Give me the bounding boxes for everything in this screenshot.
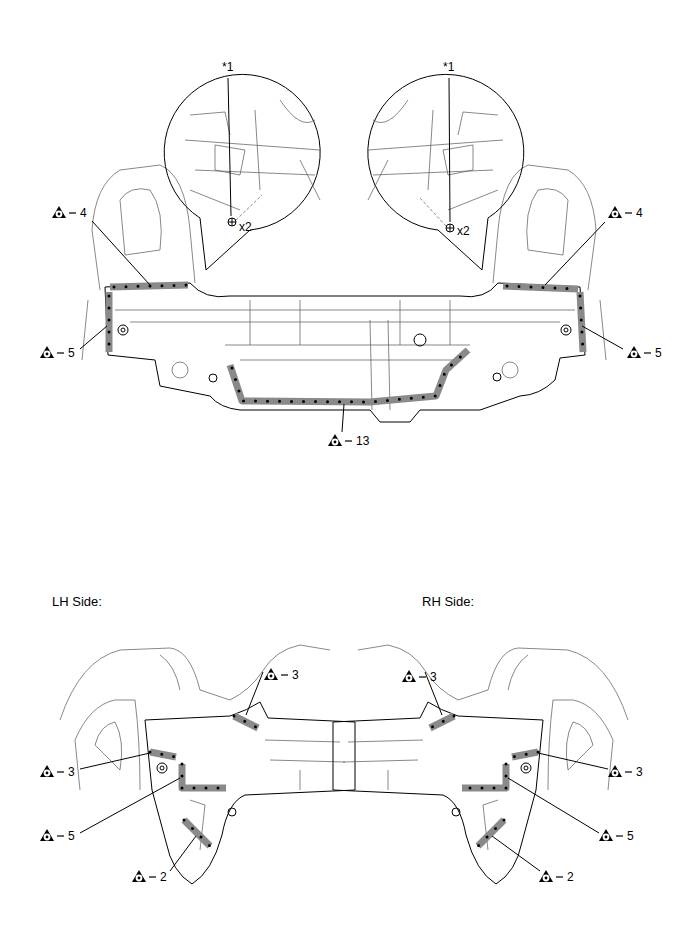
sealer-ring	[612, 770, 619, 777]
sealer-symbol	[627, 346, 651, 358]
sealer-symbol	[40, 346, 64, 358]
sealer-ring	[332, 439, 339, 446]
sealer-number: 3	[292, 668, 299, 682]
sealer-dash	[616, 835, 623, 836]
sealer-ring	[44, 351, 51, 358]
sealer-triangle	[264, 668, 278, 680]
sealer-symbol	[402, 670, 426, 682]
sealer-symbol	[40, 829, 64, 841]
sealer-triangle	[539, 870, 553, 882]
sealer-symbol	[328, 434, 352, 446]
sealer-triangle	[328, 434, 342, 446]
sealer-symbol	[264, 668, 288, 680]
sealer-triangle	[40, 346, 54, 358]
sealer-triangle	[402, 670, 416, 682]
sealer-number: 5	[68, 346, 75, 360]
sealer-number: 5	[68, 829, 75, 843]
sealer-number: 4	[636, 206, 643, 220]
sealer-dot	[633, 353, 636, 356]
sealer-dash	[57, 352, 64, 353]
sealer-dash	[419, 676, 426, 677]
sealer-dot	[614, 213, 617, 216]
sealer-symbol	[539, 870, 563, 882]
sealer-ring	[268, 673, 275, 680]
callout-mark: *1	[443, 60, 454, 74]
sealer-number: 5	[655, 346, 662, 360]
sealer-ring	[543, 875, 550, 882]
sealer-ring	[44, 770, 51, 777]
sealer-ring	[603, 834, 610, 841]
side-heading: RH Side:	[422, 595, 474, 609]
sealer-dot	[58, 213, 61, 216]
sealer-ring	[136, 875, 143, 882]
sealer-dot	[138, 877, 141, 880]
sealer-number: 5	[627, 829, 634, 843]
sealer-triangle	[599, 829, 613, 841]
sealer-dot	[270, 675, 273, 678]
sealer-ring	[612, 211, 619, 218]
sealer-triangle	[608, 765, 622, 777]
sealer-dash	[149, 876, 156, 877]
sealer-symbol	[40, 765, 64, 777]
sealer-dot	[46, 353, 49, 356]
sealer-ring	[44, 834, 51, 841]
sealer-number: 4	[80, 206, 87, 220]
sealer-number: 3	[636, 765, 643, 779]
sealer-symbol	[608, 206, 632, 218]
sealer-number: 13	[356, 434, 369, 448]
sealer-triangle	[40, 829, 54, 841]
sealer-dash	[57, 771, 64, 772]
sealer-number: 2	[567, 870, 574, 884]
sealer-dash	[69, 212, 76, 213]
sealer-dash	[556, 876, 563, 877]
sealer-dot	[46, 836, 49, 839]
sealer-ring	[56, 211, 63, 218]
sealer-dash	[57, 835, 64, 836]
sealer-number: 2	[160, 870, 167, 884]
sealer-triangle	[52, 206, 66, 218]
sealer-dash	[644, 352, 651, 353]
sealer-symbol	[132, 870, 156, 882]
sealer-dash	[625, 212, 632, 213]
sealer-triangle	[627, 346, 641, 358]
sealer-symbol	[608, 765, 632, 777]
sealer-dot	[545, 877, 548, 880]
sealer-ring	[406, 675, 413, 682]
sealer-dash	[345, 440, 352, 441]
sealer-triangle	[40, 765, 54, 777]
callout-mark: *1	[222, 60, 233, 74]
quantity-label: x2	[457, 224, 470, 238]
sealer-dash	[625, 771, 632, 772]
sealer-number: 3	[68, 765, 75, 779]
side-heading: LH Side:	[52, 595, 102, 609]
sealer-triangle	[132, 870, 146, 882]
sealer-ring	[631, 351, 638, 358]
sealer-dot	[334, 441, 337, 444]
sealer-number: 3	[430, 670, 437, 684]
quantity-label: x2	[239, 220, 252, 234]
sealer-dash	[281, 674, 288, 675]
sealer-triangle	[608, 206, 622, 218]
sealer-dot	[408, 677, 411, 680]
sealer-dot	[605, 836, 608, 839]
sealer-symbol	[52, 206, 76, 218]
sealer-dot	[614, 772, 617, 775]
sealer-dot	[46, 772, 49, 775]
sealer-symbol	[599, 829, 623, 841]
